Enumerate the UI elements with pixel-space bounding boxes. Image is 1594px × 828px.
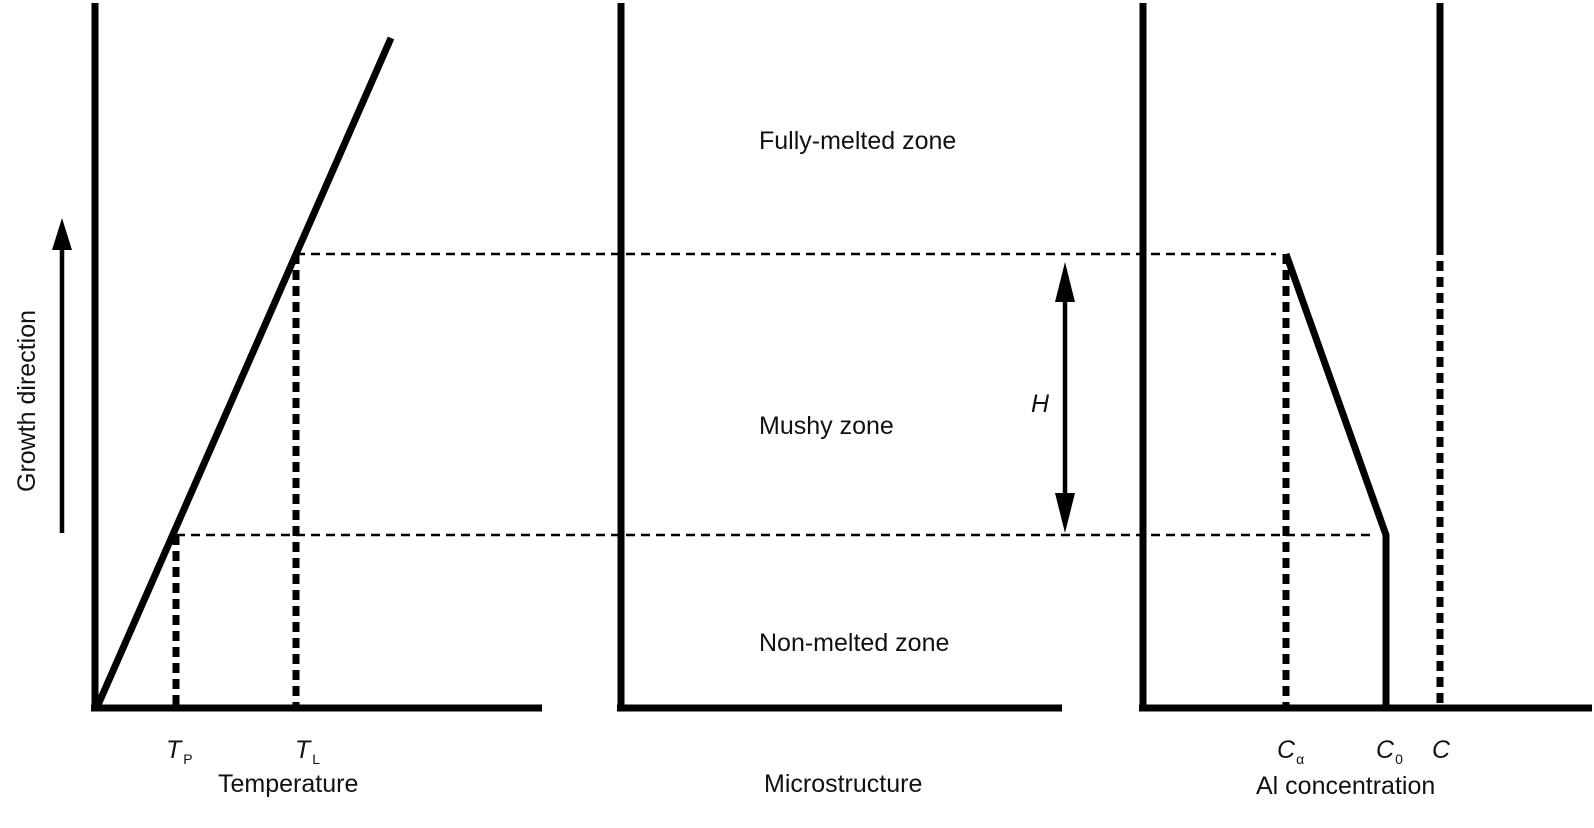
non-melted-zone-label: Non-melted zone — [759, 629, 949, 657]
mushy-zone-label: Mushy zone — [759, 412, 894, 440]
c0-tick-main: C — [1376, 736, 1395, 764]
concentration-axis-label: Al concentration — [1256, 772, 1435, 800]
c0-tick-subscript: 0 — [1395, 751, 1403, 767]
ca-tick-subscript: α — [1296, 751, 1304, 767]
temperature-profile-line — [94, 36, 395, 707]
concentration-profile-line — [1282, 252, 1390, 706]
microstructure-axis-label: Microstructure — [764, 770, 922, 798]
temperature-axis-label: Temperature — [218, 770, 358, 798]
growth-direction-label: Growth direction — [13, 310, 41, 492]
growth-direction-arrow-head — [52, 218, 72, 250]
tp-tick-subscript: P — [183, 751, 192, 767]
c0-tick-label: C0 — [1376, 736, 1403, 767]
tp-tick-main: T — [166, 736, 183, 764]
mushy-height-arrow-up-head — [1055, 262, 1075, 302]
fully-melted-zone-label: Fully-melted zone — [759, 127, 956, 155]
mushy-height-label: H — [1031, 390, 1050, 418]
mushy-height-arrow-down-head — [1055, 493, 1075, 533]
ca-tick-main: C — [1277, 736, 1296, 764]
tl-tick-main: T — [295, 736, 312, 764]
tl-tick-subscript: L — [312, 751, 320, 767]
c-tick-label: C — [1432, 736, 1451, 764]
ca-tick-label: Cα — [1277, 736, 1304, 767]
